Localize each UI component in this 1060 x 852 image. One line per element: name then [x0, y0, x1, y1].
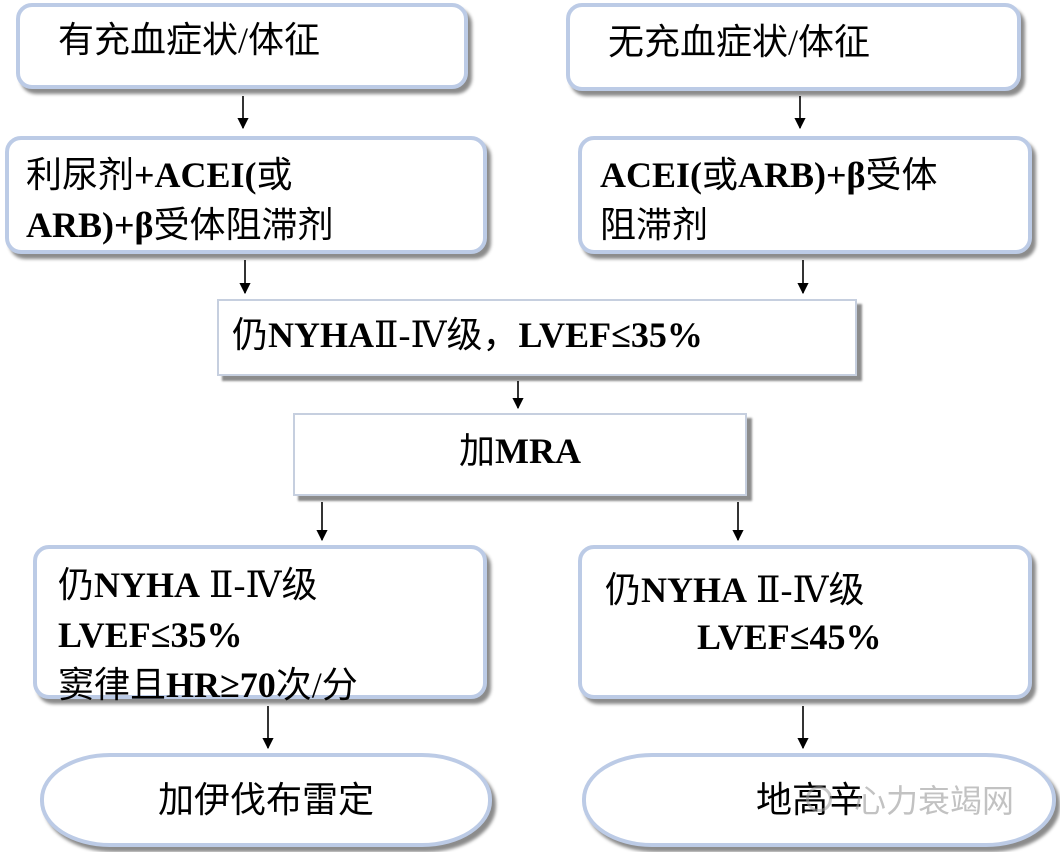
node-asymptomatic-label: 无充血症状/体征 — [608, 22, 871, 62]
text-segment: Ⅱ-Ⅳ级 — [747, 570, 865, 610]
text-segment: 利尿剂 — [26, 155, 135, 195]
ivabradine-criteria-line1: 仍NYHA Ⅱ-Ⅳ级 — [58, 563, 317, 607]
node-add-mra: 加MRA — [293, 413, 747, 496]
ivabradine-criteria-line2: LVEF≤35% — [58, 613, 242, 657]
node-ivabradine-criteria: 仍NYHA Ⅱ-Ⅳ级 LVEF≤35% 窦律且HR≥70次/分 — [33, 545, 487, 705]
persistent-check-label: 仍NYHAⅡ-Ⅳ级，LVEF≤35% — [232, 313, 703, 357]
text-segment: ARB)+β — [738, 155, 866, 195]
text-segment: Ⅱ-Ⅳ级， — [374, 315, 519, 355]
node-therapy-asymptomatic: ACEI(或ARB)+β受体 阻滞剂 — [578, 136, 1032, 254]
text-segment: NYHA — [641, 570, 748, 610]
text-segment: LVEF≤35% — [518, 315, 703, 355]
text-segment: NYHA — [94, 565, 201, 605]
text-segment: ARB)+β — [26, 205, 154, 245]
digoxin-criteria-line2: LVEF≤45% — [697, 615, 881, 659]
text-segment: HR≥70 — [166, 665, 276, 705]
add-mra-label: 加MRA — [295, 429, 745, 473]
text-segment: 或 — [702, 155, 739, 195]
node-symptomatic-label: 有充血症状/体征 — [58, 20, 321, 60]
text-segment: LVEF≤35% — [58, 615, 243, 655]
ivabradine-criteria-line3: 窦律且HR≥70次/分 — [58, 663, 358, 707]
node-ivabradine: 加伊伐布雷定 — [40, 753, 492, 847]
text-segment: 次/分 — [275, 665, 358, 705]
text-segment: NYHA — [268, 315, 375, 355]
digoxin-label: 地高辛 — [755, 780, 864, 820]
text-segment: ACEI( — [600, 155, 703, 195]
text-segment: MRA — [495, 431, 581, 471]
text-segment: Ⅱ-Ⅳ级 — [200, 565, 318, 605]
digoxin-criteria-line1: 仍NYHA Ⅱ-Ⅳ级 — [605, 568, 864, 612]
therapy-symptomatic-line1: 利尿剂+ACEI(或 — [26, 153, 293, 197]
text-segment: 受体阻滞剂 — [153, 205, 334, 245]
text-segment: +ACEI( — [134, 155, 257, 195]
therapy-symptomatic-line2: ARB)+β受体阻滞剂 — [26, 203, 334, 247]
text-segment: 受体 — [865, 155, 938, 195]
text-segment: 或 — [256, 155, 293, 195]
text-segment: 加 — [459, 431, 496, 471]
text-segment: 仍 — [58, 565, 95, 605]
node-persistent-check: 仍NYHAⅡ-Ⅳ级，LVEF≤35% — [217, 299, 857, 376]
text-segment: 窦律且 — [58, 665, 167, 705]
node-digoxin-criteria: 仍NYHA Ⅱ-Ⅳ级 LVEF≤45% — [578, 545, 1032, 699]
text-segment: LVEF≤45% — [697, 617, 882, 657]
therapy-asymptomatic-line2: 阻滞剂 — [600, 203, 708, 247]
node-therapy-symptomatic: 利尿剂+ACEI(或 ARB)+β受体阻滞剂 — [5, 136, 487, 254]
node-asymptomatic: 无充血症状/体征 — [566, 3, 1021, 91]
text-segment: 阻滞剂 — [600, 205, 709, 245]
node-digoxin: 地高辛 — [582, 753, 1056, 847]
therapy-asymptomatic-line1: ACEI(或ARB)+β受体 — [600, 153, 938, 197]
text-segment: 仍 — [605, 570, 642, 610]
node-symptomatic: 有充血症状/体征 — [16, 3, 468, 89]
text-segment: 仍 — [232, 315, 269, 355]
ivabradine-label: 加伊伐布雷定 — [157, 780, 374, 820]
